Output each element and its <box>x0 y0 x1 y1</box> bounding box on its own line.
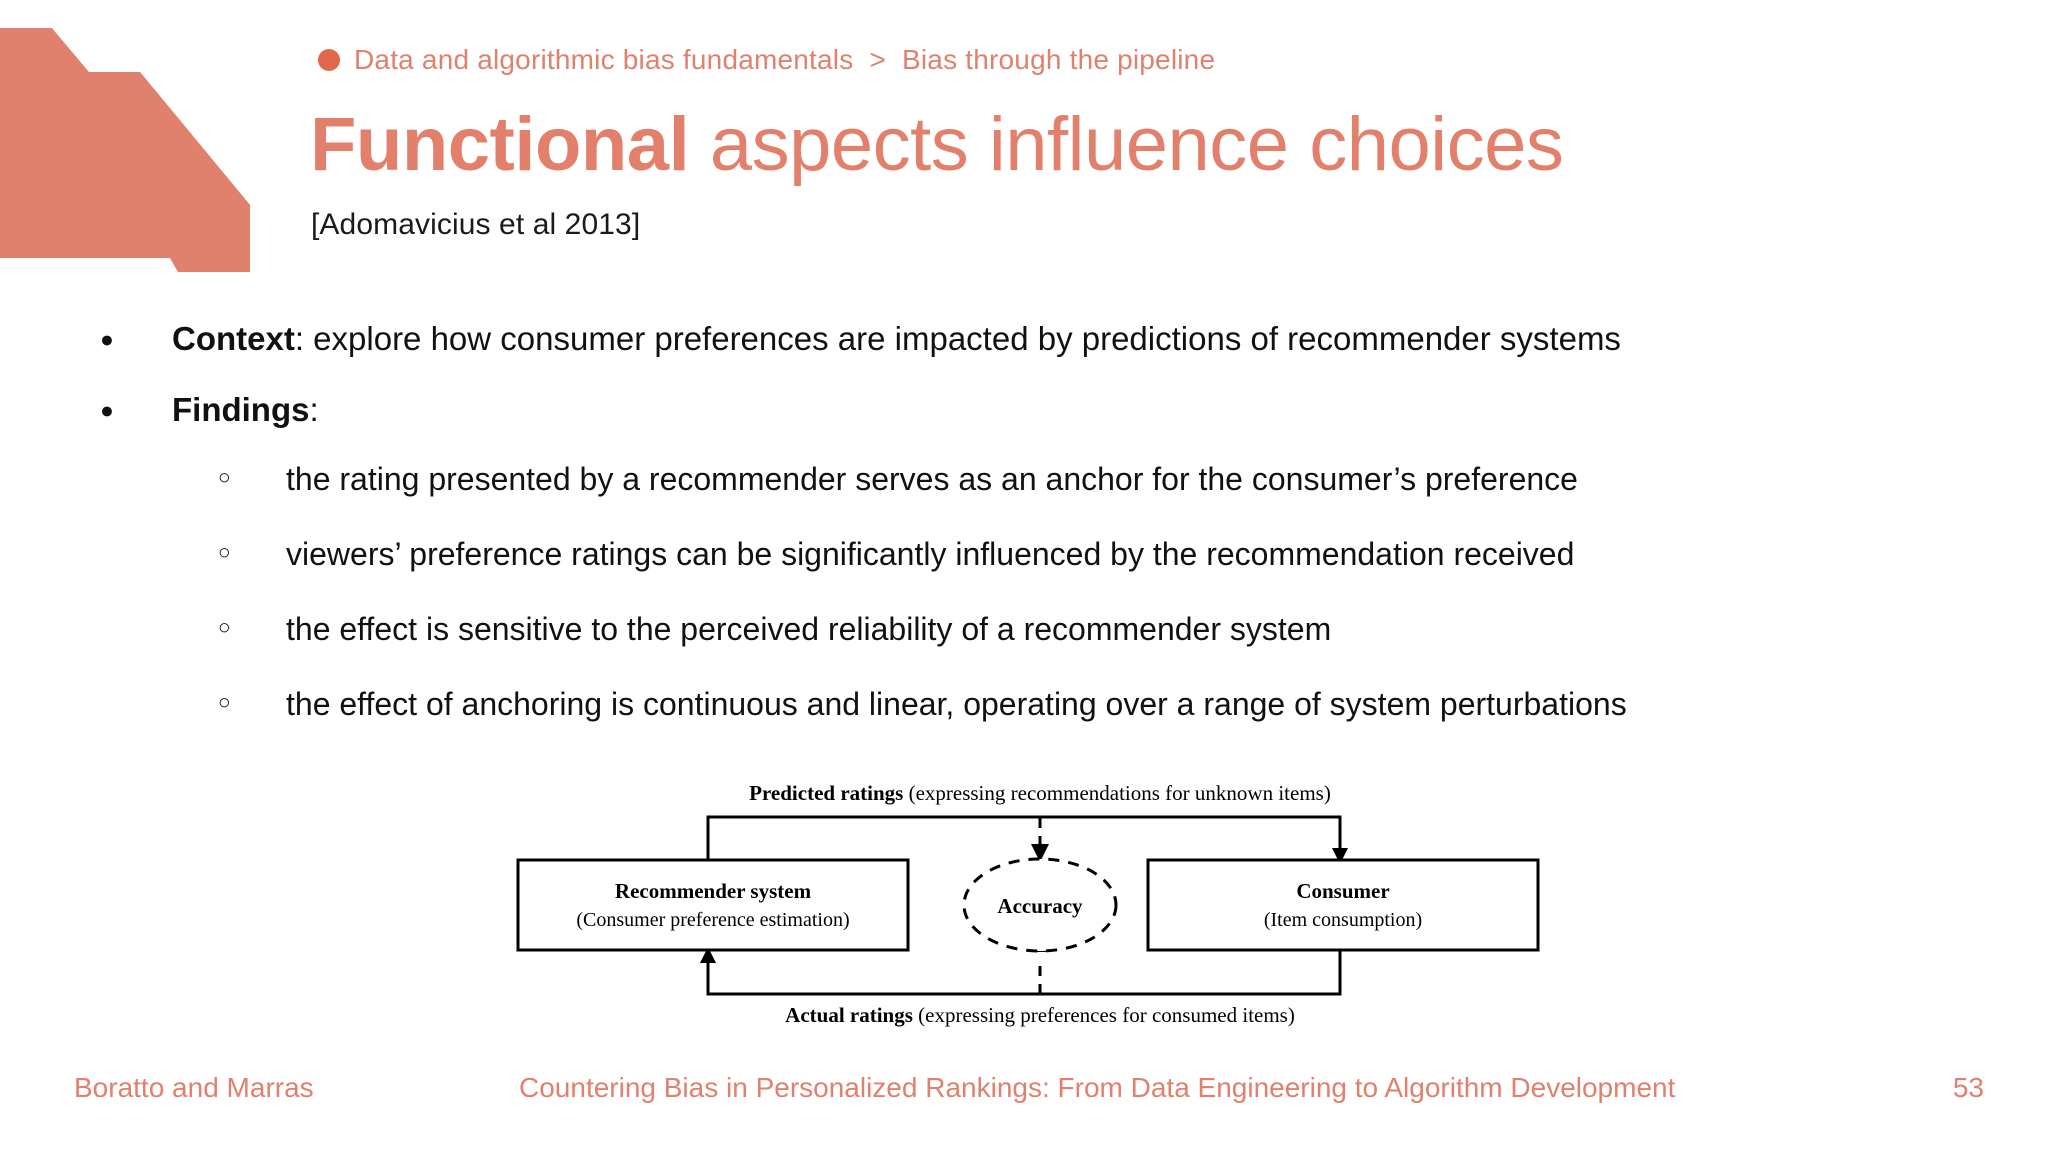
breadcrumb-subsection: Bias through the pipeline <box>902 44 1216 75</box>
sub-list-item: ○ viewers’ preference ratings can be sig… <box>218 534 1990 575</box>
actual-ratings-arrowhead <box>700 947 716 963</box>
bullet-text: Findings: <box>172 389 1990 431</box>
footer-page-number: 53 <box>1952 1072 1984 1103</box>
recommender-system-subtitle: (Consumer preference estimation) <box>576 909 849 931</box>
breadcrumb-section: Data and algorithmic bias fundamentals <box>354 44 854 75</box>
breadcrumb: Data and algorithmic bias fundamentals >… <box>318 44 1215 76</box>
bullet-lead: Findings <box>172 390 310 428</box>
diagram-bottom-label: Actual ratings (expressing preferences f… <box>785 1003 1295 1027</box>
corner-logo <box>0 0 250 272</box>
predicted-ratings-arrowhead <box>1332 848 1348 864</box>
sub-bullet-marker-icon: ○ <box>218 690 231 714</box>
sub-list-item: ○ the rating presented by a recommender … <box>218 459 1990 500</box>
page-title-rest: aspects influence choices <box>689 102 1564 187</box>
bullet-rest: : explore how consumer preferences are i… <box>294 320 1621 357</box>
list-item: ● Context: explore how consumer preferen… <box>100 318 1990 361</box>
bullet-text: Context: explore how consumer preference… <box>172 318 1990 360</box>
predicted-ratings-arrow <box>706 815 1342 860</box>
slide-content: ● Context: explore how consumer preferen… <box>100 318 1990 759</box>
sub-bullet-marker-icon: ○ <box>218 616 231 639</box>
diagram-top-label: Predicted ratings (expressing recommenda… <box>749 781 1331 805</box>
citation-reference: [Adomavicius et al 2013] <box>311 208 641 241</box>
title-block: Functional aspects influence choices <box>310 106 1564 184</box>
sub-bullet-text: the rating presented by a recommender se… <box>286 461 1578 498</box>
consumer-title: Consumer <box>1296 879 1389 903</box>
list-item: ● Findings: <box>100 389 1990 432</box>
consumer-box <box>1146 858 1540 952</box>
recommender-system-title: Recommender system <box>615 879 812 903</box>
sub-bullet-text: the effect is sensitive to the perceived… <box>286 611 1332 647</box>
page-title-emphasis: Functional <box>310 102 690 187</box>
diagram-top-label-bold: Predicted ratings <box>749 781 903 805</box>
actual-ratings-arrow <box>706 950 1342 996</box>
bullet-lead: Context <box>172 320 295 357</box>
footer-authors: Boratto and Marras <box>74 1072 314 1103</box>
slide-footer: Boratto and Marras Countering Bias in Pe… <box>0 1072 2048 1120</box>
page-title: Functional aspects influence choices <box>310 106 1564 184</box>
recommender-feedback-diagram: Predicted ratings (expressing recommenda… <box>500 772 1580 1034</box>
corner-logo-shape <box>0 28 250 272</box>
diagram-svg: Predicted ratings (expressing recommenda… <box>516 781 1540 1027</box>
sub-bullet-marker-icon: ○ <box>218 541 231 565</box>
sub-list-item: ○ the effect is sensitive to the perceiv… <box>218 609 1990 650</box>
sub-bullet-marker-icon: ○ <box>218 466 231 490</box>
diagram-bottom-label-rest: (expressing preferences for consumed ite… <box>913 1003 1295 1027</box>
diagram-bottom-label-bold: Actual ratings <box>785 1003 913 1027</box>
recommender-system-box <box>516 858 910 952</box>
diagram-top-label-rest: (expressing recommendations for unknown … <box>903 781 1331 805</box>
sub-list-item: ○ the effect of anchoring is continuous … <box>218 684 1990 725</box>
accuracy-in-arrowhead <box>1031 844 1049 862</box>
consumer-subtitle: (Item consumption) <box>1264 909 1422 931</box>
footer-deck-title: Countering Bias in Personalized Rankings… <box>519 1072 1676 1103</box>
bullet-dot-icon <box>318 49 340 71</box>
sub-bullet-text: viewers’ preference ratings can be signi… <box>286 536 1575 573</box>
breadcrumb-separator: > <box>869 44 886 75</box>
accuracy-ellipse <box>962 857 1118 953</box>
bullet-marker-icon: ● <box>100 396 114 423</box>
bullet-rest: : <box>309 390 319 428</box>
sub-bullet-text: the effect of anchoring is continuous an… <box>286 685 1627 722</box>
bullet-marker-icon: ● <box>100 326 114 352</box>
accuracy-label: Accuracy <box>997 894 1083 918</box>
